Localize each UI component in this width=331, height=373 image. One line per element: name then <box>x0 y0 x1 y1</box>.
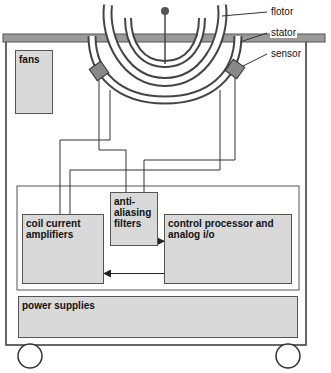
box-label: control processor and analog i/o <box>165 215 291 243</box>
power-supply-box: power supplies <box>18 296 298 338</box>
leader-line <box>243 54 267 66</box>
part-label: stator <box>270 27 297 38</box>
filter-box: anti-aliasing filters <box>110 192 158 246</box>
part-label: flotor <box>270 6 294 17</box>
wheel <box>18 344 42 368</box>
flotor <box>108 5 223 82</box>
sensor <box>89 61 108 80</box>
flotor <box>108 5 223 82</box>
leader-line <box>222 12 267 16</box>
handle-knob <box>161 7 169 15</box>
processor-box: control processor and analog i/o <box>164 214 292 284</box>
fan-box: fans <box>15 50 53 114</box>
box-label: coil current amplifiers <box>23 215 103 243</box>
leader-line <box>240 33 267 42</box>
box-label: fans <box>16 51 52 68</box>
sensor-wire <box>99 80 126 192</box>
box-label: power supplies <box>19 297 297 314</box>
box-label: anti-aliasing filters <box>111 193 157 232</box>
sensor <box>225 59 244 78</box>
wheel <box>276 344 300 368</box>
sensor-wire <box>144 78 235 192</box>
electronics-region <box>17 186 299 290</box>
amplifier-box: coil current amplifiers <box>22 214 104 284</box>
part-label: sensor <box>270 48 302 59</box>
signal-arrow <box>104 273 164 274</box>
coil-wire <box>60 90 110 214</box>
handle-shaft <box>164 14 166 64</box>
